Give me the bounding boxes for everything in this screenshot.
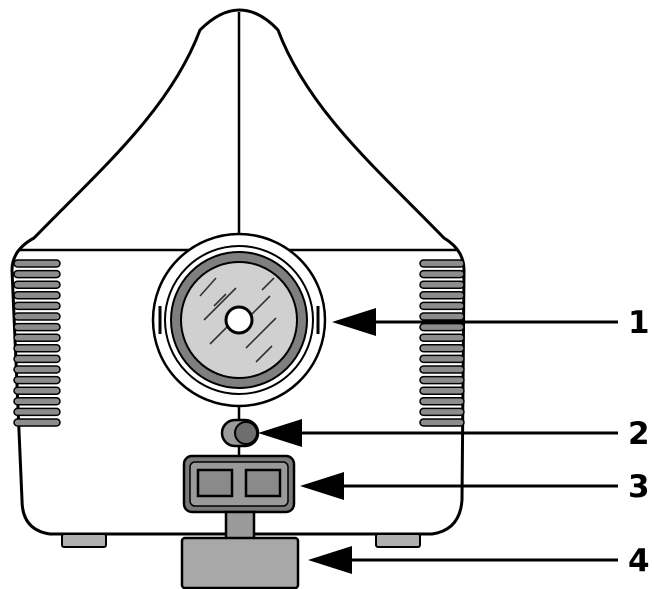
vent-slot-left: [13, 386, 61, 395]
callout-3-arrowhead: [300, 472, 344, 500]
callout-2-label: 2: [628, 416, 650, 452]
lens-reflection-stroke: [209, 325, 229, 345]
knob-cap: [234, 421, 258, 445]
switch-housing: [182, 454, 296, 514]
lens-reflection-stroke: [261, 277, 275, 291]
vent-slot-left: [13, 354, 61, 364]
foot-left: [61, 533, 107, 548]
vent-slot-right: [419, 354, 465, 364]
vent-slot-right: [419, 322, 465, 332]
vent-slot-right: [419, 418, 465, 427]
switch-window-left: [196, 468, 234, 498]
vent-slot-right: [419, 386, 465, 395]
callout-2-arrowhead: [258, 419, 302, 447]
lens-reflection-stroke: [255, 345, 273, 363]
vent-slot-left: [13, 280, 61, 289]
callout-4: 4: [308, 543, 650, 579]
vent-slot-right: [419, 365, 465, 374]
callout-4-arrowhead: [308, 546, 352, 574]
vent-slot-right: [419, 375, 465, 385]
vent-slot-left: [13, 269, 61, 279]
vent-slot-right: [419, 280, 465, 289]
foot-right: [375, 533, 421, 548]
vent-slot-left: [13, 407, 61, 417]
vent-slot-left: [13, 333, 61, 342]
vent-slot-left: [13, 291, 61, 300]
lens-reflection-stroke: [245, 317, 277, 349]
lens-window: [151, 232, 327, 408]
vent-slot-right: [419, 301, 465, 311]
lens-reflection-stroke: [203, 287, 237, 321]
switch-window-right: [244, 468, 282, 498]
vent-slot-right: [419, 291, 465, 300]
base-block: [180, 536, 300, 589]
callout-1: 1: [332, 305, 650, 341]
vent-slot-right: [419, 259, 465, 268]
callout-4-label: 4: [628, 543, 650, 579]
vent-slot-left: [13, 312, 61, 321]
vent-slot-right: [419, 407, 465, 417]
knob: [220, 418, 260, 448]
vent-slot-right: [419, 397, 465, 406]
vent-slot-left: [13, 397, 61, 406]
stand-post: [224, 510, 256, 542]
vent-slot-left: [13, 259, 61, 268]
vent-slot-left: [13, 418, 61, 427]
callout-1-arrowhead: [332, 308, 376, 336]
callout-1-label: 1: [628, 305, 650, 341]
callout-3-label: 3: [628, 469, 650, 505]
vent-slots-right: [419, 259, 465, 427]
vent-slots-left: [13, 259, 61, 427]
callout-3: 3: [300, 469, 650, 505]
vent-slot-left: [13, 322, 61, 332]
vent-slot-right: [419, 269, 465, 279]
vent-slot-right: [419, 344, 465, 353]
vent-slot-left: [13, 344, 61, 353]
lens-reflection-stroke: [199, 277, 217, 297]
vent-slot-left: [13, 365, 61, 374]
vent-slot-left: [13, 375, 61, 385]
lens-glass-reflections: [199, 277, 277, 363]
vent-slot-right: [419, 333, 465, 342]
vent-slot-left: [13, 301, 61, 311]
lens-reflection-stroke: [213, 293, 227, 307]
vent-slot-right: [419, 312, 465, 321]
lens-reflection-stroke: [249, 295, 271, 317]
lens-center-dot: [224, 305, 254, 335]
callout-2: 2: [258, 416, 650, 452]
